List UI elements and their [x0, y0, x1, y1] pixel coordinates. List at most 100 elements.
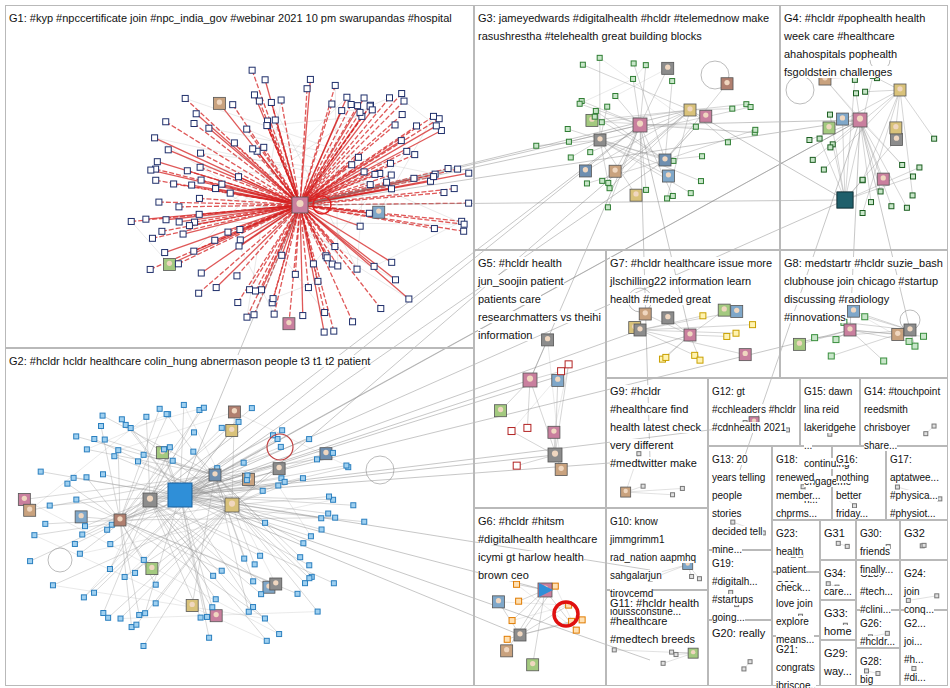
link-line: [265, 80, 300, 205]
vertex-image: [890, 122, 902, 134]
vertex-image: [844, 324, 856, 336]
vertex-image-face: [27, 506, 32, 511]
vertex-square: [153, 582, 158, 587]
highlight-ring: [267, 434, 293, 460]
group-label: G28: big announ...: [860, 656, 893, 688]
group-label: G29: way...: [824, 647, 852, 677]
vertex-image-face: [273, 580, 278, 585]
vertex-square: [154, 159, 160, 165]
vertex-square: [108, 542, 113, 547]
vertex-square: [357, 223, 363, 229]
vertex-square: [351, 503, 356, 508]
vertex-square: [406, 296, 412, 302]
vertex-square: [307, 576, 312, 581]
link-line: [180, 495, 650, 660]
vertex-square: [731, 520, 735, 524]
vertex-square: [680, 486, 684, 490]
vertex-square: [431, 174, 437, 180]
vertex-square: [911, 174, 916, 179]
vertex-square: [315, 609, 320, 614]
vertex-image: [492, 596, 504, 608]
link-line: [600, 107, 751, 140]
vertex-square: [197, 164, 203, 170]
vertex-square: [700, 313, 706, 319]
group-panel: G20: really: [708, 620, 772, 686]
vertex-image: [684, 104, 696, 116]
link-line: [232, 505, 318, 612]
vertex-image: [373, 206, 385, 218]
vertex-square: [631, 61, 636, 66]
link-line: [599, 58, 600, 140]
vertex-image: [495, 405, 507, 417]
vertex-image: [836, 113, 848, 125]
vertex-square: [141, 643, 146, 648]
vertex-square: [236, 174, 242, 180]
link-line: [860, 120, 907, 208]
group-panel: G8: medstartr #hcldr suzie_bash clubhous…: [780, 250, 948, 378]
link-line: [53, 585, 265, 618]
vertex-square: [272, 117, 278, 123]
vertex-image: [594, 134, 606, 146]
vertex-square: [584, 181, 589, 186]
link-line: [180, 495, 311, 536]
vertex-image: [718, 304, 730, 316]
group-label: G30: friends finally...: [860, 528, 893, 575]
vertex-square: [81, 595, 86, 600]
group-label: G17: aptatwee... #physica... #physiot...: [890, 454, 939, 519]
vertex-square: [207, 635, 212, 640]
link-line: [300, 89, 307, 205]
link-line: [300, 116, 433, 205]
vertex-square: [101, 611, 106, 616]
vertex-square: [398, 138, 404, 144]
link-line: [120, 408, 252, 520]
vertex-square: [378, 306, 384, 312]
vertex-square: [264, 123, 270, 129]
vertex-square: [116, 448, 121, 453]
vertex-image-face: [665, 314, 670, 319]
vertex-image: [538, 583, 552, 597]
vertex-square: [455, 166, 461, 172]
link-line: [30, 417, 147, 510]
link-line: [300, 205, 308, 288]
vertex-image: [527, 659, 539, 671]
vertex-square: [251, 92, 257, 98]
vertex-image: [659, 154, 671, 166]
vertex-image: [837, 192, 853, 208]
vertex-image: [114, 514, 126, 526]
vertex-square: [514, 581, 520, 587]
vertex-square: [176, 219, 182, 225]
vertex-square: [171, 181, 177, 187]
vertex-image: [630, 189, 642, 201]
vertex-square: [863, 89, 868, 94]
vertex-square: [568, 155, 573, 160]
vertex-image-face: [552, 451, 558, 457]
vertex-square: [198, 177, 204, 183]
vertex-square: [282, 479, 287, 484]
vertex-square: [388, 186, 394, 192]
group-label: G12: gt #cchleaders #hcldr #cdnhealth 20…: [712, 386, 796, 433]
group-panel: G17: aptatwee... #physica... #physiot...: [886, 446, 948, 520]
vertex-square: [332, 244, 338, 250]
vertex-square: [904, 205, 909, 210]
self-loop: [786, 76, 814, 104]
group-label: G13: 20 years telling people stories dec…: [712, 454, 765, 555]
vertex-square: [414, 123, 420, 129]
vertex-square: [430, 113, 436, 119]
vertex-square: [112, 454, 117, 459]
vertex-square: [600, 178, 605, 183]
link-line: [300, 205, 434, 229]
vertex-square: [300, 476, 305, 481]
vertex-image: [523, 373, 537, 387]
vertex-square: [372, 171, 378, 177]
vertex-image-face: [559, 466, 564, 471]
link-line: [665, 130, 755, 160]
vertex-image-face: [851, 307, 856, 312]
vertex-image: [823, 122, 835, 134]
link-line: [189, 205, 300, 226]
vertex-square: [71, 475, 76, 480]
link-line: [300, 205, 324, 332]
vertex-square: [128, 426, 133, 431]
vertex-square: [558, 368, 565, 375]
vertex-square: [300, 313, 306, 319]
link-line: [300, 205, 392, 262]
